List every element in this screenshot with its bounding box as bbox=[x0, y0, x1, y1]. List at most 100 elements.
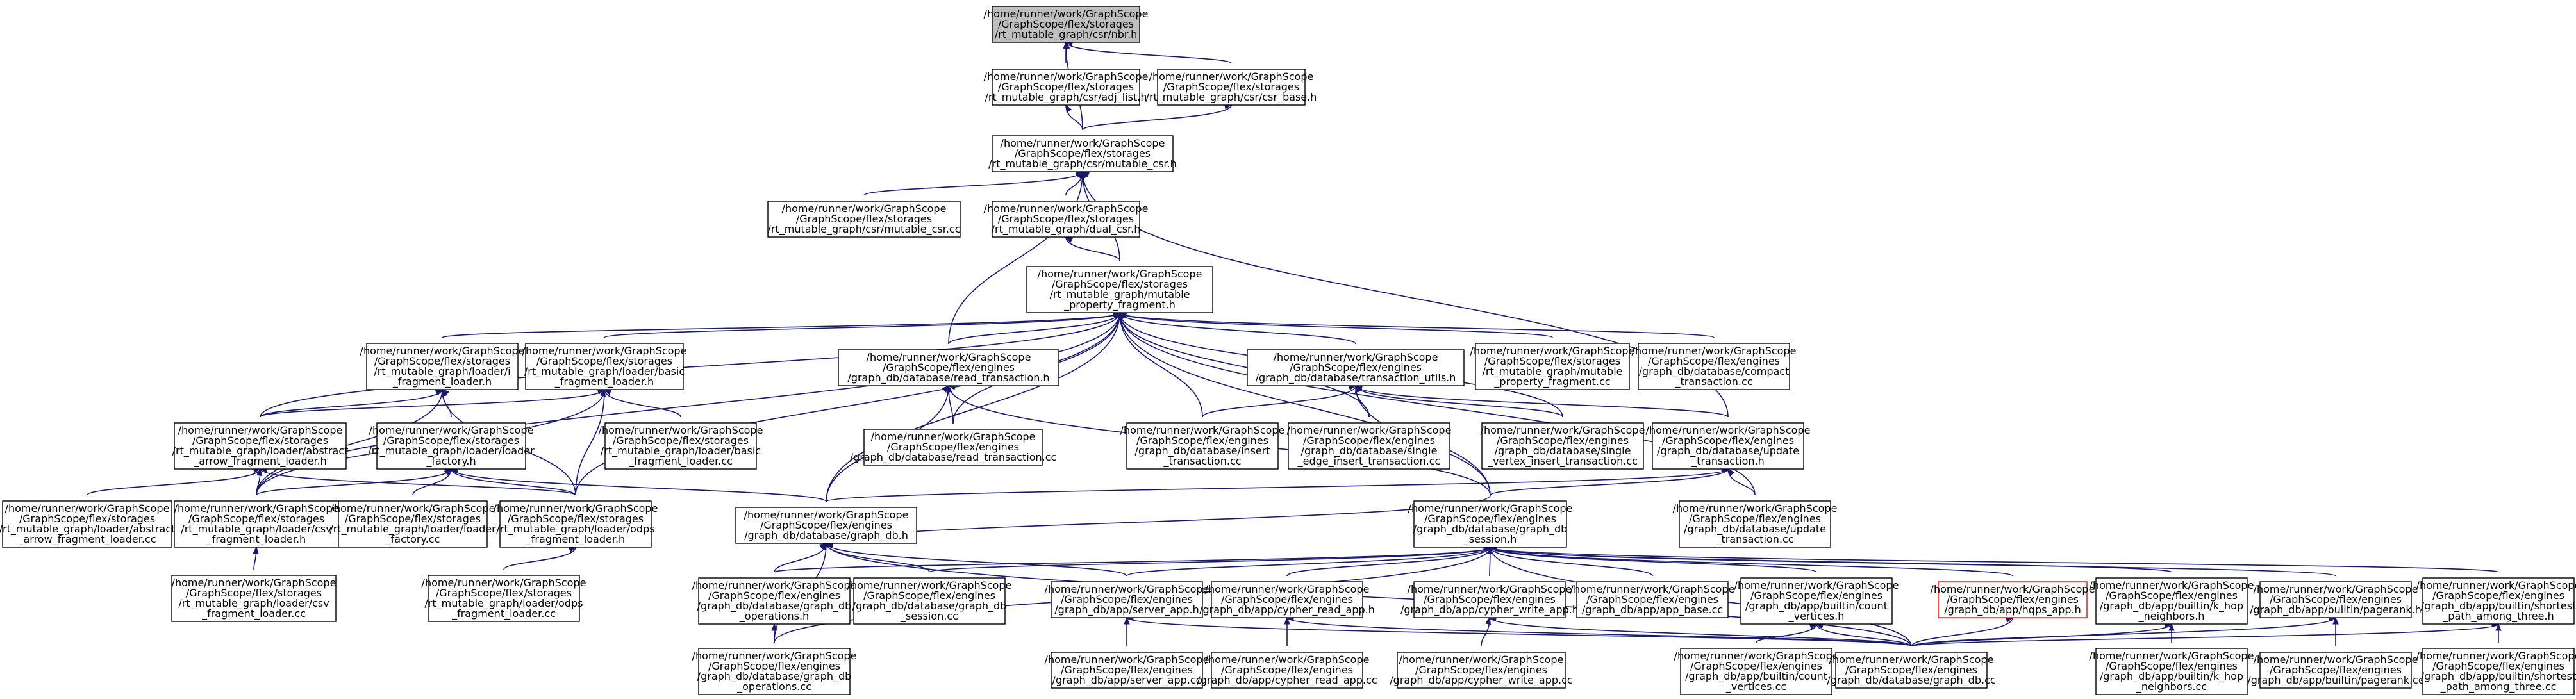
node-label-line: /graph_db/app/cypher_write_app.cc bbox=[1390, 674, 1572, 687]
graph-node[interactable]: /home/runner/work/GraphScope/GraphScope/… bbox=[1197, 652, 1377, 689]
node-label-line: /GraphScope/flex/engines bbox=[1415, 664, 1547, 676]
node-label-line: /graph_db/app/builtin/count bbox=[1685, 670, 1827, 683]
node-label-line: /home/runner/work/GraphScope bbox=[2090, 579, 2254, 591]
edge-line bbox=[1756, 623, 1817, 643]
graph-node[interactable]: /home/runner/work/GraphScope/GraphScope/… bbox=[174, 500, 339, 548]
graph-node[interactable]: /home/runner/work/GraphScope/GraphScope/… bbox=[2250, 581, 2422, 618]
graph-node[interactable]: /home/runner/work/GraphScope/GraphScope/… bbox=[494, 500, 658, 548]
dependency-edge bbox=[256, 389, 444, 496]
node-label-line: /GraphScope/flex/engines bbox=[883, 361, 1015, 374]
graph-node[interactable]: /home/runner/work/GraphScope/GraphScope/… bbox=[735, 507, 917, 544]
node-label-line: _path_among_three.h bbox=[2442, 610, 2554, 623]
graph-node[interactable]: /home/runner/work/GraphScope/GraphScope/… bbox=[2416, 648, 2576, 695]
graph-node[interactable]: /home/runner/work/GraphScope/GraphScope/… bbox=[1734, 577, 1899, 625]
graph-node[interactable]: /home/runner/work/GraphScope/GraphScope/… bbox=[329, 500, 496, 548]
graph-node[interactable]: /home/runner/work/GraphScope/GraphScope/… bbox=[2247, 652, 2424, 689]
graph-node[interactable]: /home/runner/work/GraphScope/GraphScope/… bbox=[847, 577, 1012, 625]
graph-node[interactable]: /home/runner/work/GraphScope/GraphScope/… bbox=[1827, 652, 1996, 689]
graph-node[interactable]: /home/runner/work/GraphScope/GraphScope/… bbox=[984, 69, 1149, 106]
graph-node[interactable]: /home/runner/work/GraphScope/GraphScope/… bbox=[1632, 343, 1797, 390]
graph-node[interactable]: /home/runner/work/GraphScope/GraphScope/… bbox=[1931, 581, 2095, 618]
graph-node[interactable]: /home/runner/work/GraphScope/GraphScope/… bbox=[422, 575, 586, 622]
node-label-line: /GraphScope/flex/engines bbox=[1221, 593, 1353, 605]
graph-node[interactable]: /home/runner/work/GraphScope/GraphScope/… bbox=[767, 201, 961, 238]
graph-node[interactable]: /home/runner/work/GraphScope/GraphScope/… bbox=[1120, 422, 1285, 470]
graph-node[interactable]: /home/runner/work/GraphScope/GraphScope/… bbox=[692, 577, 857, 625]
node-label-line: /GraphScope/flex/engines bbox=[2270, 664, 2402, 676]
graph-node[interactable]: /home/runner/work/GraphScope/GraphScope/… bbox=[1674, 648, 1839, 695]
graph-node[interactable]: /home/runner/work/GraphScope/GraphScope/… bbox=[2416, 577, 2576, 625]
graph-node[interactable]: /home/runner/work/GraphScope/GraphScope/… bbox=[1146, 69, 1317, 106]
edge-line bbox=[1816, 623, 1912, 647]
dependency-edge bbox=[774, 543, 827, 573]
graph-node[interactable]: /home/runner/work/GraphScope/GraphScope/… bbox=[838, 349, 1059, 386]
node-box bbox=[1740, 577, 1893, 625]
graph-node[interactable]: /home/runner/work/GraphScope/GraphScope/… bbox=[0, 500, 175, 548]
graph-node[interactable]: /home/runner/work/GraphScope/GraphScope/… bbox=[1408, 500, 1573, 548]
node-label-line: /GraphScope/flex/storages bbox=[998, 81, 1134, 93]
graph-node[interactable]: /home/runner/work/GraphScope/GraphScope/… bbox=[1673, 500, 1838, 548]
graph-node[interactable]: /home/runner/work/GraphScope/GraphScope/… bbox=[1646, 422, 1811, 470]
graph-node[interactable]: /home/runner/work/GraphScope/GraphScope/… bbox=[988, 135, 1177, 172]
node-label-line: /GraphScope/flex/storages bbox=[436, 587, 572, 599]
node-box bbox=[992, 135, 1174, 172]
graph-node[interactable]: /home/runner/work/GraphScope/GraphScope/… bbox=[1199, 581, 1375, 618]
dependency-edge bbox=[1118, 309, 1715, 338]
node-box bbox=[1475, 343, 1630, 390]
graph-node[interactable]: /home/runner/work/GraphScope/GraphScope/… bbox=[1390, 652, 1573, 689]
node-label-line: _path_among_three.cc bbox=[2440, 680, 2557, 693]
graph-node[interactable]: /home/runner/work/GraphScope/GraphScope/… bbox=[1287, 422, 1452, 470]
dependency-edge bbox=[412, 468, 453, 496]
node-label-line: /home/runner/work/GraphScope bbox=[369, 424, 534, 436]
graph-node[interactable]: /home/runner/work/GraphScope/GraphScope/… bbox=[522, 343, 687, 390]
graph-node[interactable]: /home/runner/work/GraphScope/GraphScope/… bbox=[1470, 343, 1635, 390]
node-label-line: /graph_db/app/builtin/k_hop bbox=[2100, 600, 2243, 613]
edge-arrowhead bbox=[2495, 623, 2502, 631]
node-label-line: /home/runner/work/GraphScope bbox=[178, 424, 343, 436]
graph-node[interactable]: /home/runner/work/GraphScope/GraphScope/… bbox=[360, 343, 525, 390]
edge-line bbox=[826, 543, 1127, 577]
graph-node[interactable]: /home/runner/work/GraphScope/GraphScope/… bbox=[599, 422, 763, 470]
node-label-line: /home/runner/work/GraphScope bbox=[1674, 650, 1839, 662]
graph-node[interactable]: /home/runner/work/GraphScope/GraphScope/… bbox=[2090, 648, 2254, 695]
node-label-line: /home/runner/work/GraphScope bbox=[1408, 583, 1572, 595]
node-box bbox=[767, 201, 961, 238]
node-label-line: /home/runner/work/GraphScope bbox=[984, 202, 1149, 215]
edge-arrowhead bbox=[1076, 170, 1083, 179]
graph-node[interactable]: /home/runner/work/GraphScope/GraphScope/… bbox=[2090, 577, 2254, 625]
graph-node[interactable]: /home/runner/work/GraphScope/GraphScope/… bbox=[1570, 581, 1735, 618]
node-box bbox=[863, 429, 1043, 466]
node-label-line: /rt_mutable_graph/dual_csr.h bbox=[992, 223, 1141, 236]
graph-node[interactable]: /home/runner/work/GraphScope/GraphScope/… bbox=[1400, 581, 1579, 618]
edge-arrowhead bbox=[1284, 616, 1290, 625]
graph-node[interactable]: /home/runner/work/GraphScope/GraphScope/… bbox=[1045, 652, 1209, 689]
node-box bbox=[1247, 349, 1465, 386]
graph-node[interactable]: /home/runner/work/GraphScope/GraphScope/… bbox=[1026, 266, 1213, 313]
node-label-line: _operations.h bbox=[739, 610, 809, 623]
edge-line bbox=[1126, 547, 1491, 577]
edge-line bbox=[826, 468, 1729, 502]
node-box bbox=[499, 500, 652, 548]
node-box bbox=[1576, 581, 1729, 618]
graph-node[interactable]: /home/runner/work/GraphScope/GraphScope/… bbox=[692, 648, 857, 695]
node-box bbox=[1211, 652, 1363, 689]
graph-node[interactable]: /home/runner/work/GraphScope/GraphScope/… bbox=[171, 575, 337, 622]
graph-node[interactable]: /home/runner/work/GraphScope/GraphScope/… bbox=[850, 429, 1057, 466]
node-label-line: /home/runner/work/GraphScope bbox=[871, 431, 1036, 443]
node-label-line: /home/runner/work/GraphScope bbox=[1120, 424, 1285, 436]
graph-node[interactable]: /home/runner/work/GraphScope/GraphScope/… bbox=[1045, 581, 1209, 618]
node-label-line: /rt_mutable_graph/loader/csv bbox=[178, 597, 329, 610]
graph-node[interactable]: /home/runner/work/GraphScope/GraphScope/… bbox=[1481, 422, 1645, 470]
node-label-line: /graph_db/app/builtin/k_hop bbox=[2100, 670, 2243, 683]
node-box bbox=[1288, 422, 1450, 470]
graph-node[interactable]: /home/runner/work/GraphScope/GraphScope/… bbox=[172, 422, 349, 470]
dependency-edge bbox=[1911, 616, 2014, 647]
node-label-line: /GraphScope/flex/engines bbox=[1061, 664, 1193, 676]
graph-node[interactable]: /home/runner/work/GraphScope/GraphScope/… bbox=[984, 6, 1149, 43]
node-box bbox=[992, 201, 1140, 238]
graph-node[interactable]: /home/runner/work/GraphScope/GraphScope/… bbox=[368, 422, 535, 470]
graph-node[interactable]: /home/runner/work/GraphScope/GraphScope/… bbox=[1247, 349, 1465, 386]
edge-arrowhead bbox=[1112, 312, 1121, 319]
graph-node[interactable]: /home/runner/work/GraphScope/GraphScope/… bbox=[984, 201, 1149, 238]
edge-line bbox=[260, 312, 1120, 418]
